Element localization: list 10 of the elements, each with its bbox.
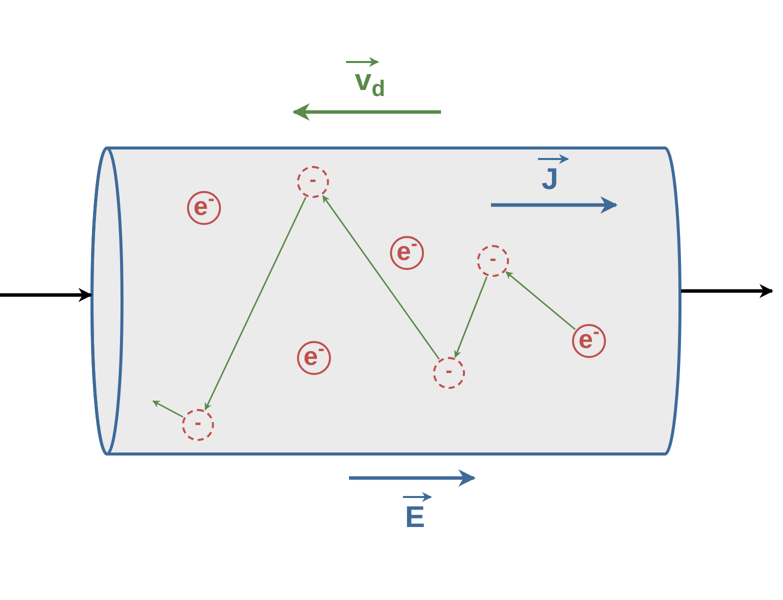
drift-path-arrow — [322, 195, 440, 360]
drift-path-arrow — [505, 271, 576, 330]
drift-path-arrow — [204, 197, 306, 410]
drift-path-arrow — [454, 276, 488, 358]
vector-symbol: E — [404, 503, 426, 533]
wire-arrow — [0, 288, 92, 302]
wire-arrow — [681, 284, 774, 298]
vector-symbol: J — [540, 165, 560, 195]
drift-path-arrow — [152, 400, 184, 418]
vector-symbol: v$_{d}$ — [354, 66, 386, 96]
